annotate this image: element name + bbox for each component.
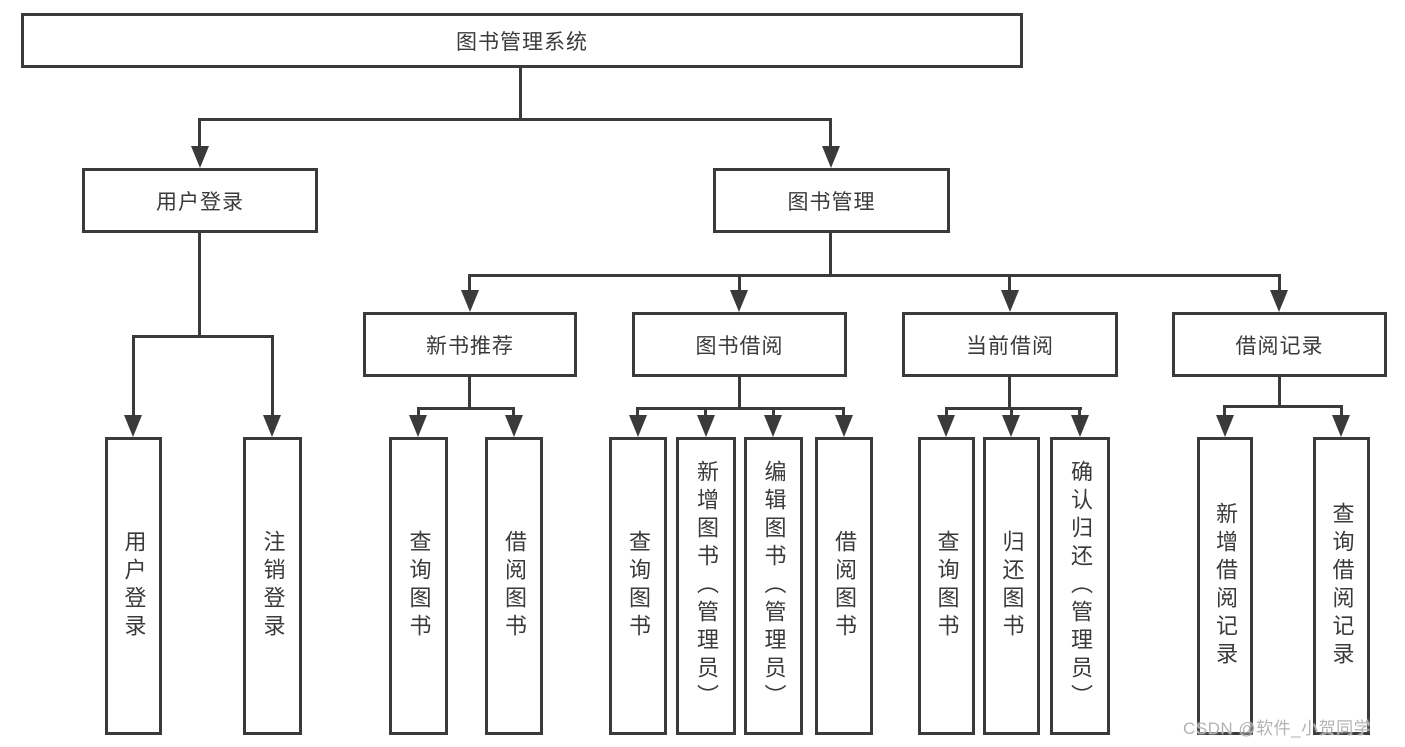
leaf-borrowing-add-books-label: 新增图书（管理员） xyxy=(694,460,719,712)
csdn-watermark: CSDN @软件_小贺同学 xyxy=(1183,719,1372,738)
connector-book-management-stem xyxy=(829,233,832,277)
arrowhead-to-br-add xyxy=(1216,415,1234,437)
connector-level2-rail xyxy=(198,118,832,121)
node-book-borrowing: 图书借阅 xyxy=(632,312,847,377)
connector-current-borrowing-rail xyxy=(945,407,1082,410)
arrowhead-to-cb-return xyxy=(1002,415,1020,437)
leaf-current-query-books-label: 查询图书 xyxy=(934,530,960,642)
connector-to-cb-query xyxy=(945,407,948,419)
connector-to-user-login xyxy=(198,118,201,150)
connector-to-cb-return xyxy=(1010,407,1013,419)
arrowhead-to-book-borrowing xyxy=(730,290,748,312)
connector-to-cb-confirm xyxy=(1078,407,1081,419)
arrowhead-to-cb-confirm xyxy=(1071,415,1089,437)
arrowhead-to-book-management xyxy=(822,146,840,168)
arrowhead-to-leaf-logout xyxy=(263,415,281,437)
node-new-book-recommend-label: 新书推荐 xyxy=(426,334,514,358)
arrowhead-to-bb-query xyxy=(629,415,647,437)
node-book-management-label: 图书管理 xyxy=(787,190,876,214)
arrowhead-to-bb-edit xyxy=(764,415,782,437)
arrowhead-to-borrow-records xyxy=(1270,290,1288,312)
leaf-records-query-record: 查询借阅记录 xyxy=(1313,437,1370,735)
node-current-borrowing: 当前借阅 xyxy=(902,312,1118,377)
leaf-logout-label: 注销登录 xyxy=(260,530,286,642)
arrowhead-to-cb-query xyxy=(937,415,955,437)
arrowhead-to-nb-borrow xyxy=(505,415,523,437)
arrowhead-to-leaf-user-login xyxy=(124,415,142,437)
connector-book-borrowing-stem xyxy=(738,377,741,410)
connector-to-book-borrowing xyxy=(738,274,741,294)
node-root-label: 图书管理系统 xyxy=(456,30,588,54)
connector-to-current-borrowing xyxy=(1008,274,1011,294)
node-user-login-label: 用户登录 xyxy=(156,190,244,214)
connector-user-login-rail xyxy=(132,335,274,338)
connector-level3-rail xyxy=(468,274,1281,277)
leaf-borrowing-query-books-label: 查询图书 xyxy=(626,530,651,642)
node-book-management: 图书管理 xyxy=(713,168,950,233)
arrowhead-to-br-query xyxy=(1332,415,1350,437)
leaf-user-login: 用户登录 xyxy=(105,437,162,735)
leaf-newbook-query-books: 查询图书 xyxy=(389,437,448,735)
node-new-book-recommend: 新书推荐 xyxy=(363,312,577,377)
arrowhead-to-nb-query xyxy=(409,415,427,437)
connector-to-bb-add xyxy=(704,407,707,419)
leaf-borrowing-edit-books-label: 编辑图书（管理员） xyxy=(761,460,787,712)
arrowhead-to-new-books xyxy=(461,290,479,312)
connector-new-books-rail xyxy=(417,407,515,410)
arrowhead-to-current-borrowing xyxy=(1001,290,1019,312)
connector-borrow-records-rail xyxy=(1223,405,1343,408)
connector-user-login-stem xyxy=(198,233,201,338)
connector-book-borrowing-rail xyxy=(636,407,845,410)
leaf-borrowing-edit-books: 编辑图书（管理员） xyxy=(744,437,803,735)
leaf-user-login-label: 用户登录 xyxy=(121,530,147,642)
connector-to-bb-query xyxy=(636,407,639,419)
leaf-current-return-books-label: 归还图书 xyxy=(999,530,1025,642)
connector-to-new-books xyxy=(468,274,471,294)
connector-root-stem xyxy=(519,67,522,120)
connector-to-borrow-records xyxy=(1278,274,1281,294)
arrowhead-to-bb-add xyxy=(697,415,715,437)
connector-current-borrowing-stem xyxy=(1008,377,1011,410)
leaf-borrowing-add-books: 新增图书（管理员） xyxy=(676,437,736,735)
arrowhead-to-user-login xyxy=(191,146,209,168)
connector-to-nb-borrow xyxy=(512,407,515,419)
connector-to-br-query xyxy=(1340,405,1343,419)
connector-to-bb-edit xyxy=(772,407,775,419)
connector-to-bb-borrow xyxy=(842,407,845,419)
leaf-newbook-borrow-books-label: 借阅图书 xyxy=(502,530,527,642)
connector-new-books-stem xyxy=(468,377,471,410)
node-book-borrowing-label: 图书借阅 xyxy=(695,334,784,358)
node-user-login: 用户登录 xyxy=(82,168,318,233)
leaf-records-query-record-label: 查询借阅记录 xyxy=(1329,502,1355,670)
connector-borrow-records-stem xyxy=(1278,377,1281,408)
leaf-current-query-books: 查询图书 xyxy=(918,437,975,735)
connector-to-nb-query xyxy=(417,407,420,419)
node-current-borrowing-label: 当前借阅 xyxy=(966,334,1054,358)
leaf-records-add-record-label: 新增借阅记录 xyxy=(1213,502,1238,670)
connector-to-book-management xyxy=(829,118,832,150)
node-borrow-records-label: 借阅记录 xyxy=(1235,334,1324,358)
leaf-current-return-books: 归还图书 xyxy=(983,437,1040,735)
leaf-borrowing-borrow-books: 借阅图书 xyxy=(815,437,873,735)
leaf-current-confirm-return: 确认归还（管理员） xyxy=(1050,437,1110,735)
arrowhead-to-bb-borrow xyxy=(835,415,853,437)
node-root: 图书管理系统 xyxy=(21,13,1023,68)
leaf-newbook-borrow-books: 借阅图书 xyxy=(485,437,543,735)
connector-to-leaf-logout xyxy=(271,335,274,419)
node-borrow-records: 借阅记录 xyxy=(1172,312,1387,377)
leaf-borrowing-borrow-books-label: 借阅图书 xyxy=(832,530,857,642)
leaf-borrowing-query-books: 查询图书 xyxy=(609,437,667,735)
leaf-records-add-record: 新增借阅记录 xyxy=(1197,437,1253,735)
connector-to-br-add xyxy=(1223,405,1226,419)
leaf-logout: 注销登录 xyxy=(243,437,302,735)
connector-to-leaf-user-login xyxy=(132,335,135,419)
leaf-current-confirm-return-label: 确认归还（管理员） xyxy=(1068,460,1093,712)
leaf-newbook-query-books-label: 查询图书 xyxy=(406,530,432,642)
